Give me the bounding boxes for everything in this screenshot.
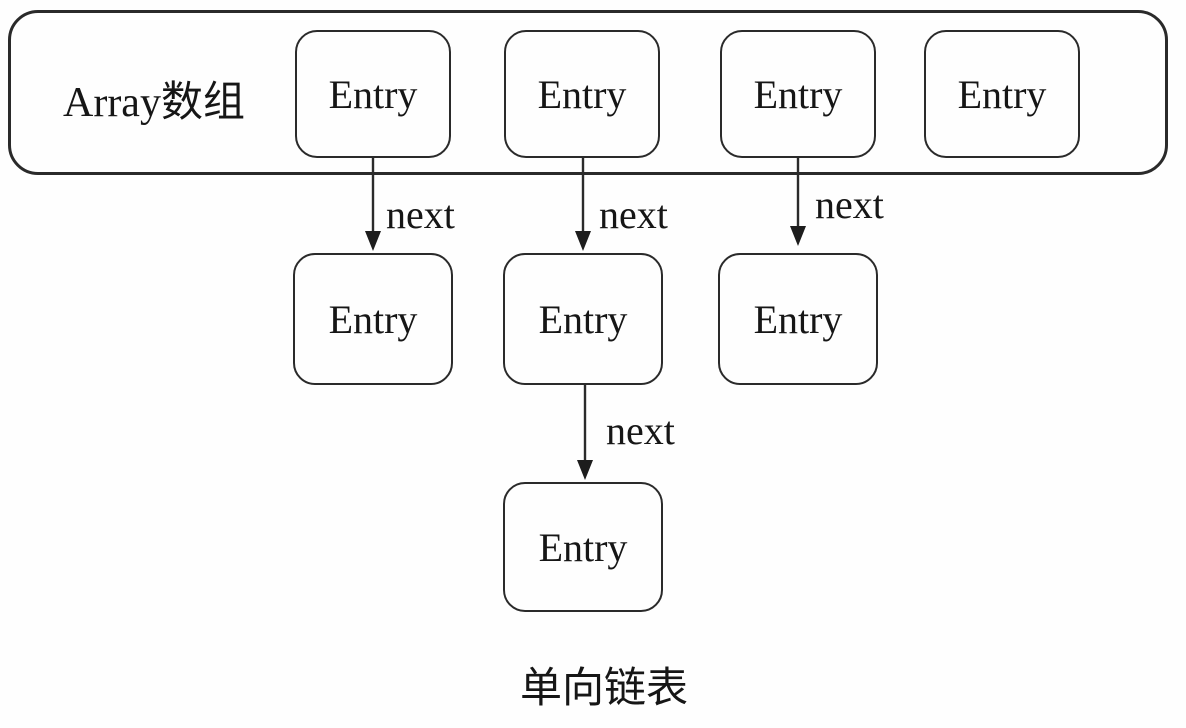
next-label-2: next — [599, 192, 668, 237]
entry-box-row1-col2: Entry — [504, 30, 660, 158]
entry-box-row1-col3: Entry — [720, 30, 876, 158]
entry-label: Entry — [753, 71, 843, 117]
entry-label: Entry — [538, 524, 628, 570]
next-label-4: next — [606, 408, 675, 453]
next-arrow-4 — [577, 385, 593, 480]
entry-label: Entry — [328, 71, 418, 117]
entry-label: Entry — [328, 296, 418, 342]
entry-box-row3-col1: Entry — [503, 482, 663, 612]
entry-label: Entry — [537, 71, 627, 117]
next-label-3: next — [815, 182, 884, 227]
entry-label: Entry — [957, 71, 1047, 117]
next-label-1: next — [386, 192, 455, 237]
entry-box-row2-col3: Entry — [718, 253, 878, 385]
entry-box-row2-col2: Entry — [503, 253, 663, 385]
entry-box-row1-col4: Entry — [924, 30, 1080, 158]
entry-box-row2-col1: Entry — [293, 253, 453, 385]
array-label: Array数组 — [63, 80, 245, 126]
diagram-caption: 单向链表 — [519, 666, 688, 712]
entry-label: Entry — [538, 296, 628, 342]
entry-label: Entry — [753, 296, 843, 342]
entry-box-row1-col1: Entry — [295, 30, 451, 158]
